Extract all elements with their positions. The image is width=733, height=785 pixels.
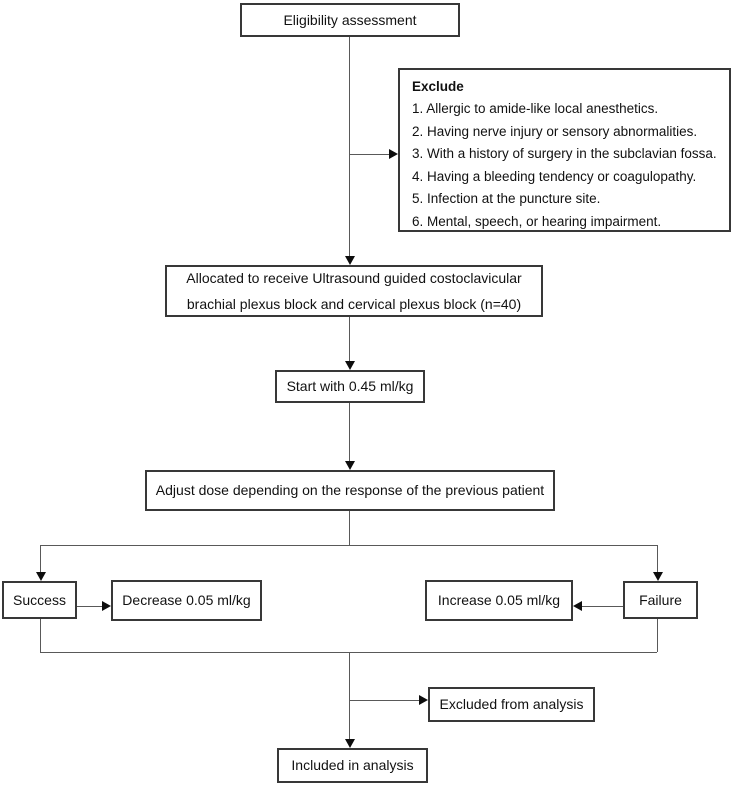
arrowhead-into-start-icon [345,361,355,370]
connector-to-excluded [349,700,419,701]
exclude-item-4: 4. Having a bleeding tendency or coagulo… [412,168,697,184]
arrowhead-into-excluded-icon [419,695,428,705]
connector-to-exclude [349,154,390,155]
arrowhead-into-exclude-icon [389,149,398,159]
exclude-item-1: 1. Allergic to amide-like local anesthet… [412,101,659,116]
arrowhead-into-success-icon [36,572,46,581]
exclude-title: Exclude [412,79,464,94]
included-in-analysis-box: Included in analysis [277,748,428,783]
connector-join-horizontal [40,652,657,653]
arrowhead-into-included-icon [345,739,355,748]
connector-eligibility-to-allocation [349,37,350,257]
connector-start-to-adjust [349,403,350,461]
connector-join-to-included [349,652,350,739]
arrowhead-into-allocation-icon [345,256,355,265]
connector-failure-to-increase [582,606,623,607]
connector-split-to-failure [657,545,658,572]
allocation-line-2: brachial plexus block and cervical plexu… [186,296,522,312]
excluded-from-analysis-box: Excluded from analysis [428,687,595,722]
arrowhead-into-adjust-icon [345,461,355,470]
connector-split-horizontal [40,545,657,546]
connector-allocation-to-start [349,317,350,361]
allocation-line-1: Allocated to receive Ultrasound guided c… [186,270,522,286]
connector-success-to-join [40,619,41,652]
start-dose-box: Start with 0.45 ml/kg [275,370,425,403]
exclude-item-6: 6. Mental, speech, or hearing impairment… [412,213,662,229]
adjust-dose-box: Adjust dose depending on the response of… [145,470,555,511]
exclude-criteria-box: Exclude 1. Allergic to amide-like local … [398,68,731,232]
eligibility-assessment-box: Eligibility assessment [240,3,460,37]
arrowhead-into-failure-icon [653,572,663,581]
allocation-box: Allocated to receive Ultrasound guided c… [165,265,543,317]
success-box: Success [2,581,77,619]
connector-failure-to-join [657,619,658,652]
exclude-item-2: 2. Having nerve injury or sensory abnorm… [412,123,698,139]
decrease-dose-box: Decrease 0.05 ml/kg [111,580,262,621]
connector-adjust-to-split [349,511,350,545]
arrowhead-into-decrease-icon [102,601,111,611]
increase-dose-box: Increase 0.05 ml/kg [425,580,573,621]
connector-success-to-decrease [77,606,102,607]
arrowhead-into-increase-icon [573,601,582,611]
exclude-item-3: 3. With a history of surgery in the subc… [412,146,717,161]
connector-split-to-success [40,545,41,572]
exclude-item-5: 5. Infection at the puncture site. [412,191,601,206]
failure-box: Failure [623,581,698,619]
